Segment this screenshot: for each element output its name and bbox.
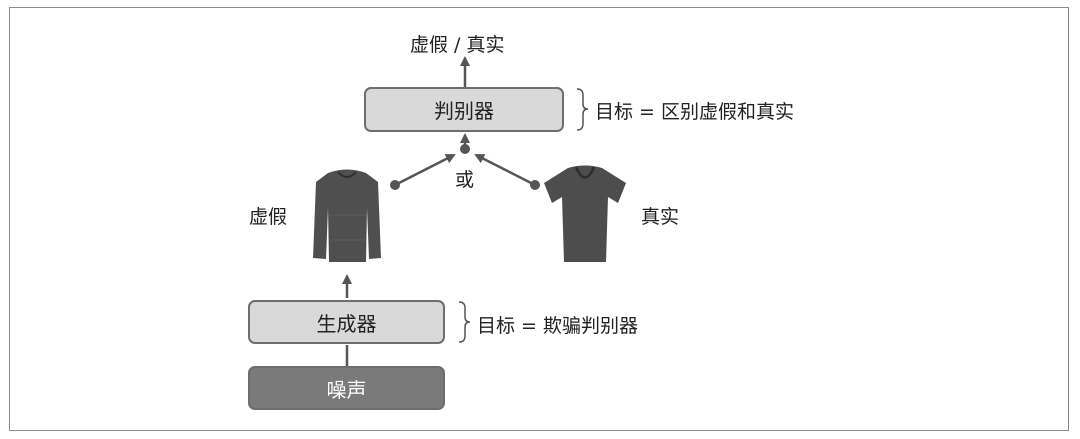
sweater-icon	[313, 169, 381, 262]
discriminator-box: 判别器	[364, 87, 564, 132]
discriminator-goal-brace	[576, 88, 589, 131]
junction-dot	[460, 144, 470, 154]
diagram-frame	[9, 7, 1069, 431]
tshirt-icon	[544, 165, 626, 262]
generator-goal-brace	[458, 301, 471, 343]
discriminator-label: 判别器	[434, 99, 494, 123]
generator-label: 生成器	[316, 311, 377, 336]
noise-box: 噪声	[248, 366, 445, 410]
arrow-fake-to-junction	[394, 153, 456, 187]
fake-label: 虚假	[249, 206, 288, 228]
output-label: 虚假 / 真实	[410, 34, 505, 56]
discriminator-goal: 目标 = 区别虚假和真实	[595, 101, 794, 123]
real-label: 真实	[641, 206, 680, 228]
noise-label: 噪声	[326, 377, 367, 402]
generator-box: 生成器	[248, 300, 445, 344]
arrow-real-to-junction	[474, 153, 536, 187]
or-label: 或	[455, 169, 475, 191]
generator-goal: 目标 = 欺骗判别器	[477, 315, 638, 337]
